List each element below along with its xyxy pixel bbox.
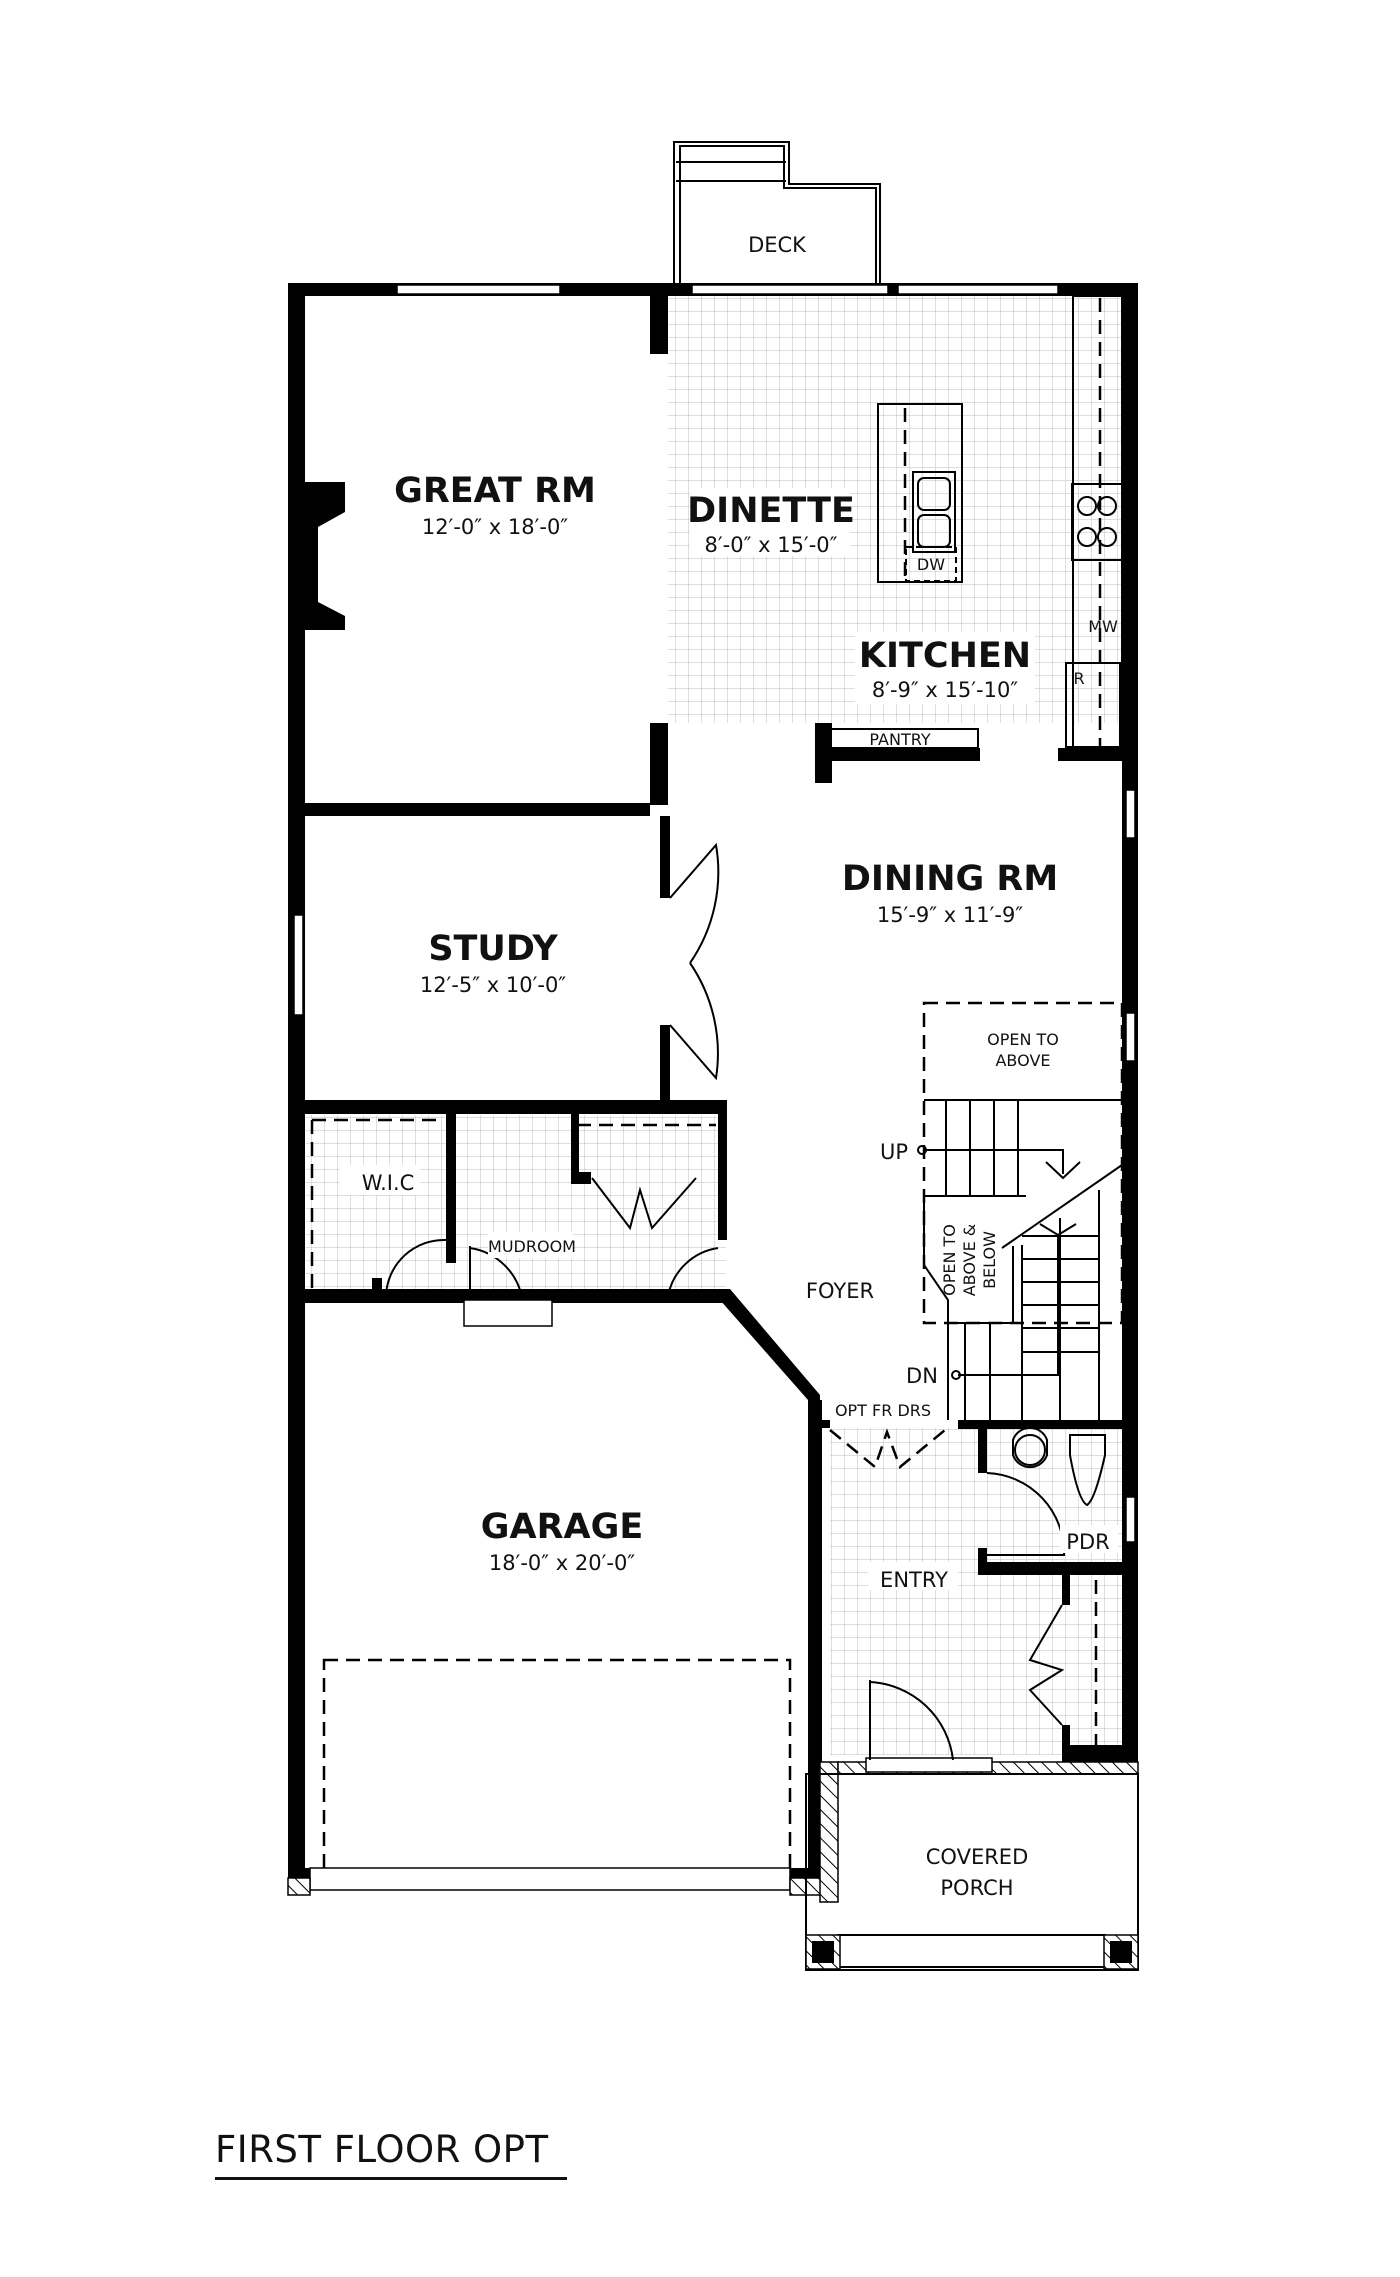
title-underline — [215, 2177, 567, 2180]
garage-parking-outline — [322, 1658, 792, 1872]
mudroom-label: MUDROOM — [488, 1237, 576, 1256]
covered-porch-label-1: COVERED — [926, 1845, 1029, 1869]
great-rm-dims: 12′-0″ x 18′-0″ — [422, 515, 568, 539]
dishwasher — [905, 546, 957, 582]
window — [293, 914, 304, 1016]
sink-basin — [1014, 1434, 1046, 1466]
kitchen-fixtures: DW MW R PANTRY — [829, 295, 1123, 749]
patio-door — [691, 284, 889, 295]
tile-floors — [306, 296, 1122, 1755]
doors — [384, 842, 1098, 1761]
stair-up-label: UP — [880, 1140, 908, 1164]
closet-shelves — [310, 1118, 716, 1290]
open-above-below-label-3: BELOW — [980, 1231, 999, 1289]
staircase: OPEN TO ABOVE UP DN OPEN TO ABOVE & BELO… — [880, 1001, 1124, 1420]
window — [1125, 1496, 1136, 1543]
deck: DECK — [673, 141, 881, 287]
entry-tile — [830, 1428, 1122, 1755]
dining-rm-label: DINING RM — [842, 859, 1058, 899]
window — [1125, 789, 1136, 839]
sink — [912, 471, 956, 553]
window — [1125, 1012, 1136, 1062]
dishwasher-label: DW — [917, 555, 945, 574]
open-above-below-label-1: OPEN TO — [940, 1224, 959, 1296]
pantry — [829, 728, 979, 749]
mudroom-tile — [306, 1115, 726, 1297]
toilet — [1069, 1434, 1106, 1507]
porch-column — [812, 1941, 834, 1963]
entry-label: ENTRY — [880, 1568, 948, 1592]
kitchen-label: KITCHEN — [859, 636, 1031, 676]
pdr-label: PDR — [1066, 1530, 1109, 1554]
refrigerator — [1065, 662, 1121, 748]
foyer-label: FOYER — [806, 1279, 874, 1303]
powder-room-fixtures — [1012, 1426, 1106, 1507]
room-labels: GREAT RM 12′-0″ x 18′-0″ DINETTE 8′-0″ x… — [340, 471, 1118, 1592]
open-to-above-label-1: OPEN TO — [987, 1030, 1059, 1049]
front-door-threshold — [865, 1757, 993, 1773]
dining-rm-dims: 15′-9″ x 11′-9″ — [877, 903, 1023, 927]
kitchen-dims: 8′-9″ x 15′-10″ — [872, 678, 1018, 702]
garage-dims: 18′-0″ x 20′-0″ — [489, 1551, 635, 1575]
refrigerator-label: R — [1073, 669, 1084, 688]
stair-down-label: DN — [906, 1364, 938, 1388]
great-rm-label: GREAT RM — [394, 471, 596, 511]
interior-walls — [288, 296, 1138, 1880]
covered-porch: COVERED PORCH — [805, 1757, 1139, 1971]
garage-door — [309, 1867, 791, 1891]
deck-label: DECK — [748, 233, 807, 257]
cooktop — [1071, 483, 1123, 561]
fireplace — [296, 482, 345, 630]
exterior-walls — [288, 283, 1138, 1773]
covered-porch-label-2: PORCH — [940, 1876, 1013, 1900]
opt-fr-drs-label: OPT FR DRS — [835, 1401, 931, 1420]
microwave-label: MW — [1088, 617, 1118, 636]
window — [897, 284, 1059, 295]
dinette-label: DINETTE — [687, 491, 855, 531]
open-above-below-label-2: ABOVE & — [960, 1224, 979, 1297]
open-to-above-label-2: ABOVE — [995, 1051, 1050, 1070]
garage-entry-step — [463, 1299, 553, 1327]
garage: GARAGE 18′-0″ x 20′-0″ — [287, 1299, 831, 1896]
study-label: STUDY — [428, 929, 558, 969]
dinette-dims: 8′-0″ x 15′-0″ — [705, 533, 838, 557]
study-dims: 12′-5″ x 10′-0″ — [420, 973, 566, 997]
porch-column — [1110, 1941, 1132, 1963]
window — [396, 284, 561, 295]
plan-title: FIRST FLOOR OPT — [215, 2128, 549, 2171]
wic-label: W.I.C — [362, 1171, 415, 1195]
garage-label: GARAGE — [481, 1507, 644, 1547]
pantry-label: PANTRY — [869, 730, 930, 749]
